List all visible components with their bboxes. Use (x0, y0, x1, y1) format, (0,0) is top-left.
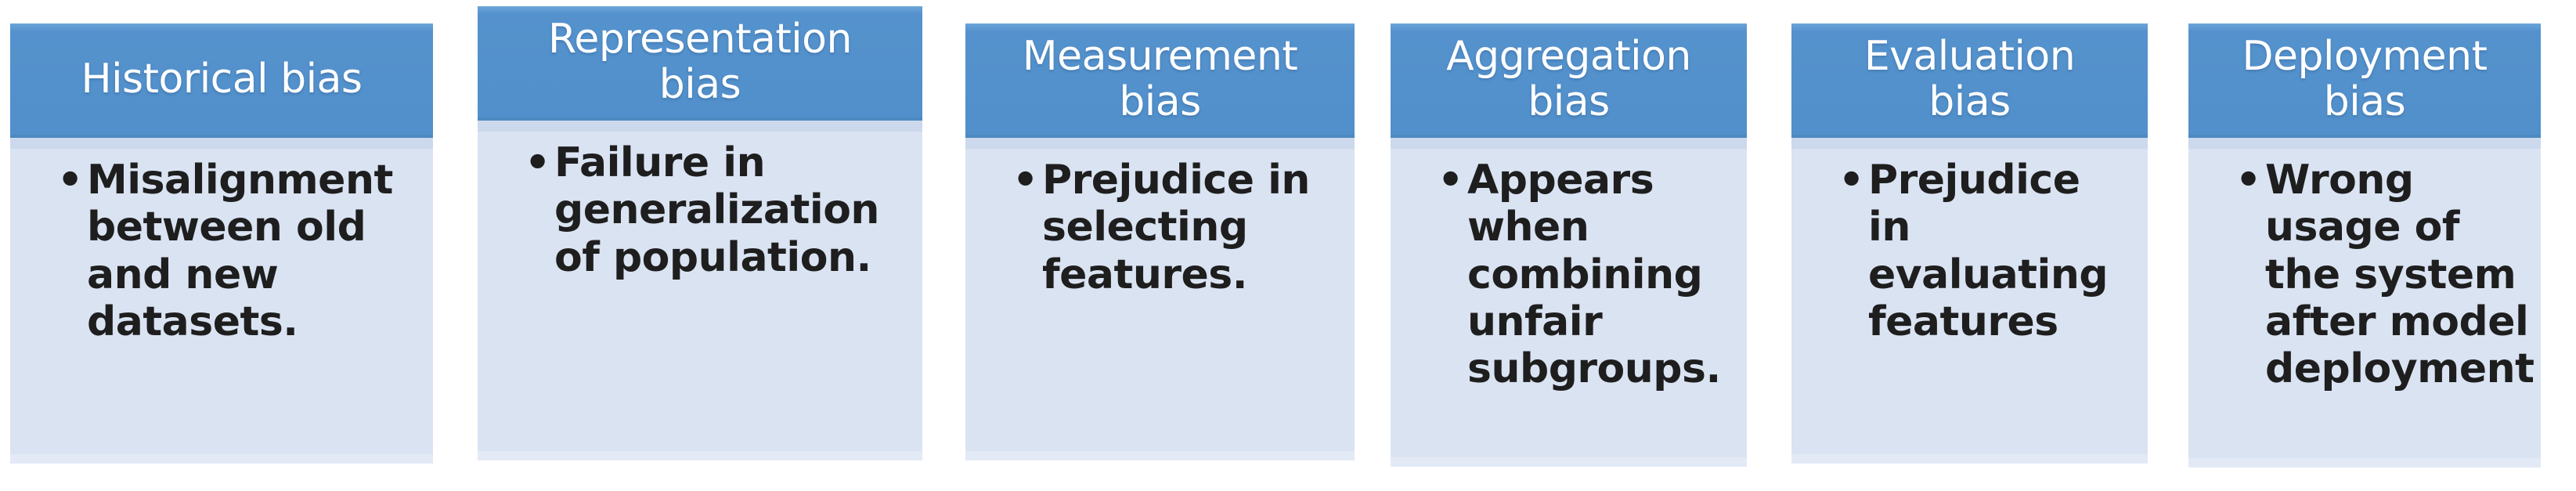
bullet-icon: • (1838, 157, 1864, 204)
bullet-icon: • (525, 139, 550, 186)
bullet-item: • Misalignment between old and new datas… (57, 157, 417, 345)
bullet-icon: • (1012, 157, 1038, 204)
bullet-text: Misalignment between old and new dataset… (87, 157, 393, 345)
bullet-item: • Failure in generalization of populatio… (525, 139, 907, 281)
column-representation-bias: Representation bias • Failure in general… (478, 6, 922, 460)
column-header: Aggregation bias (1391, 23, 1747, 138)
bullet-item: • Wrong usage of the system after model … (2235, 157, 2535, 393)
bullet-icon: • (2235, 157, 2261, 204)
bullet-text: Failure in generalization of population. (554, 139, 879, 281)
column-body: • Wrong usage of the system after model … (2188, 138, 2541, 468)
bullet-text: Prejudice in evaluating features (1868, 157, 2109, 345)
bullet-item: • Prejudice in evaluating features (1838, 157, 2132, 345)
column-measurement-bias: Measurement bias • Prejudice in selectin… (965, 23, 1355, 460)
column-header: Evaluation bias (1791, 23, 2148, 138)
column-deployment-bias: Deployment bias • Wrong usage of the sys… (2188, 23, 2541, 468)
column-header: Deployment bias (2188, 23, 2541, 138)
bullet-text: Appears when combining unfair subgroups. (1467, 157, 1721, 393)
diagram-columns-row: Historical bias • Misalignment between o… (10, 6, 2541, 468)
column-evaluation-bias: Evaluation bias • Prejudice in evaluatin… (1791, 23, 2148, 464)
column-body: • Prejudice in selecting features. (965, 138, 1355, 460)
column-body: • Appears when combining unfair subgroup… (1391, 138, 1747, 467)
bullet-text: Prejudice in selecting features. (1042, 157, 1310, 298)
column-aggregation-bias: Aggregation bias • Appears when combinin… (1391, 23, 1747, 467)
column-body: • Failure in generalization of populatio… (478, 121, 922, 460)
bullet-icon: • (57, 157, 83, 204)
column-header: Measurement bias (965, 23, 1355, 138)
bullet-icon: • (1438, 157, 1463, 204)
column-historical-bias: Historical bias • Misalignment between o… (10, 23, 433, 464)
bullet-item: • Prejudice in selecting features. (1012, 157, 1339, 298)
column-body: • Prejudice in evaluating features (1791, 138, 2148, 464)
column-header: Historical bias (10, 23, 433, 138)
bullet-item: • Appears when combining unfair subgroup… (1438, 157, 1731, 393)
bullet-text: Wrong usage of the system after model de… (2265, 157, 2535, 393)
column-body: • Misalignment between old and new datas… (10, 138, 433, 464)
column-header: Representation bias (478, 6, 922, 121)
